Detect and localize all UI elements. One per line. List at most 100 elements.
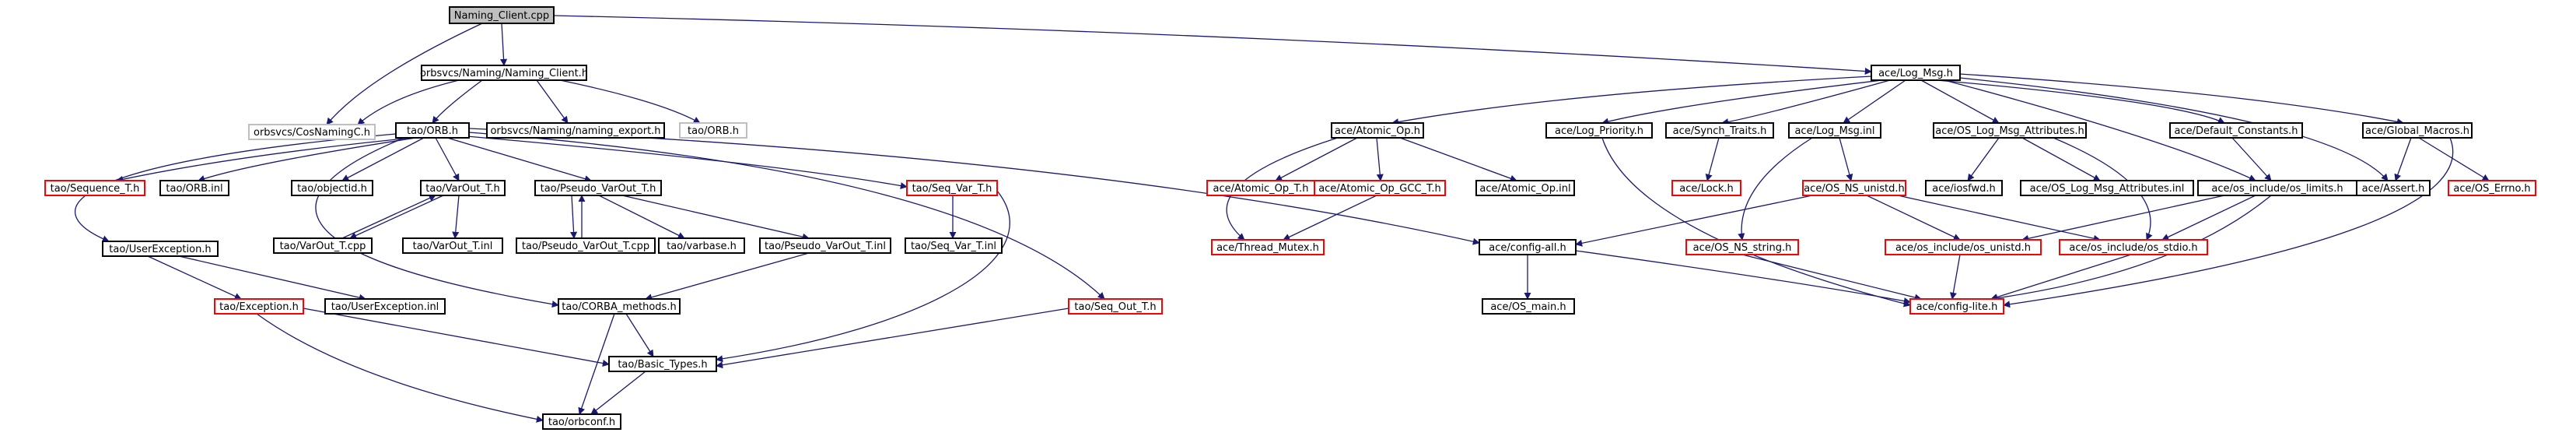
edge-basictypes-to-orbconf (590, 371, 646, 415)
node-errno[interactable]: ace/OS_Errno.h (2448, 180, 2536, 196)
node-iosfwd[interactable]: ace/iosfwd.h (1925, 180, 2003, 196)
node-osnsstring[interactable]: ace/OS_NS_string.h (1685, 239, 1799, 255)
node-label: tao/VarOut_T.cpp (280, 241, 366, 252)
edge-namingclient-to-orbh (432, 79, 483, 124)
node-label: orbsvcs/Naming/naming_export.h (490, 125, 660, 137)
node-osmain[interactable]: ace/OS_main.h (1482, 298, 1575, 315)
node-synch[interactable]: ace/Synch_Traits.h (1665, 122, 1774, 139)
edge-globalmacros-to-errno (2418, 137, 2490, 181)
node-varoutinl[interactable]: tao/VarOut_T.inl (402, 237, 503, 254)
edge-logmsginl-to-osnsunistd (1839, 137, 1853, 181)
node-box (905, 237, 1003, 254)
edge-globalmacros-to-assert (2394, 137, 2412, 181)
node-box (420, 180, 506, 196)
edge-orbh-to-objectid (341, 137, 425, 181)
node-assert[interactable]: ace/Assert.h (2356, 180, 2431, 196)
node-label: tao/objectid.h (297, 183, 367, 195)
edge-logmsg-to-oslogattr (1920, 79, 2000, 124)
node-defconst[interactable]: ace/Default_Constants.h (2169, 122, 2303, 139)
node-label: ace/OS_Log_Msg_Attributes.inl (2030, 183, 2185, 195)
node-label: ace/os_include/os_limits.h (2211, 183, 2343, 195)
edge-globalmacros-to-configlite (2003, 137, 2454, 308)
node-orbinl[interactable]: tao/ORB.inl (159, 180, 229, 196)
node-namingclient[interactable]: orbsvcs/Naming/Naming_Client.h (420, 65, 588, 81)
node-lock[interactable]: ace/Lock.h (1671, 180, 1741, 196)
node-varbase[interactable]: tao/varbase.h (658, 237, 745, 254)
node-orbconf[interactable]: tao/orbconf.h (542, 413, 621, 430)
node-box (2169, 122, 2303, 139)
node-box (1068, 298, 1163, 315)
node-pvarout[interactable]: tao/Pseudo_VarOut_T.h (534, 180, 662, 196)
node-box (1479, 239, 1577, 255)
node-label: ace/Atomic_Op.h (1335, 125, 1420, 137)
node-varoutcpp[interactable]: tao/VarOut_T.cpp (273, 237, 373, 254)
node-export[interactable]: orbsvcs/Naming/naming_export.h (486, 122, 665, 139)
node-label: tao/ORB.inl (166, 183, 222, 195)
node-cosnaming[interactable]: orbsvcs/CosNamingC.h (248, 124, 376, 140)
node-oslimits[interactable]: ace/os_include/os_limits.h (2197, 180, 2357, 196)
node-basictypes[interactable]: tao/Basic_Types.h (608, 356, 717, 372)
node-threadmutex[interactable]: ace/Thread_Mutex.h (1211, 239, 1325, 255)
node-logmsginl[interactable]: ace/Log_Msg.inl (1788, 122, 1881, 139)
node-seqout[interactable]: tao/Seq_Out_T.h (1068, 298, 1163, 315)
edge-configall-to-configlite (1575, 250, 1911, 305)
edge-pvarout-to-pvaroutinl (621, 195, 810, 241)
node-label: ace/Default_Constants.h (2174, 125, 2298, 137)
node-osunistd[interactable]: ace/os_include/os_unistd.h (1885, 239, 2042, 255)
edge-logpri-to-configlite (1601, 137, 1911, 308)
node-atomicgcc[interactable]: ace/Atomic_Op_GCC_T.h (1314, 180, 1446, 196)
edge-atomicop-to-atomicinl (1399, 137, 1517, 182)
node-atomicopt[interactable]: ace/Atomic_Op_T.h (1206, 180, 1315, 196)
node-box (1314, 180, 1446, 196)
node-root[interactable]: Naming_Client.cpp (449, 6, 555, 24)
edge-orbh-to-seqvar (466, 135, 908, 190)
node-seqvarinl[interactable]: tao/Seq_Var_T.inl (905, 237, 1003, 254)
node-logpri[interactable]: ace/Log_Priority.h (1545, 122, 1653, 139)
node-exception[interactable]: tao/Exception.h (214, 298, 304, 315)
node-objectid[interactable]: tao/objectid.h (291, 180, 373, 196)
node-box (102, 241, 219, 257)
edge-namingclient-to-export (536, 79, 569, 124)
node-userexc[interactable]: tao/UserException.h (102, 241, 219, 257)
edge-logmsginl-to-osnsstring (1738, 137, 1813, 241)
node-userexcinl[interactable]: tao/UserException.inl (324, 298, 446, 315)
node-pvaroutinl[interactable]: tao/Pseudo_VarOut_T.inl (759, 237, 891, 254)
node-osnsunistd[interactable]: ace/OS_NS_unistd.h (1802, 180, 1906, 196)
node-pvaroutcpp[interactable]: tao/Pseudo_VarOut_T.cpp (516, 237, 656, 254)
edge-userexc-to-userexcinl (178, 255, 366, 301)
node-box (1665, 122, 1774, 139)
node-globalmacros[interactable]: ace/Global_Macros.h (2362, 122, 2473, 139)
node-orbh2[interactable]: tao/ORB.h (679, 122, 747, 139)
edge-osunistd-to-configlite (1949, 254, 1961, 300)
node-atomicop[interactable]: ace/Atomic_Op.h (1331, 122, 1424, 139)
node-box (679, 122, 747, 139)
node-oslogattr[interactable]: ace/OS_Log_Msg_Attributes.h (1933, 122, 2087, 139)
node-box (759, 237, 891, 254)
node-label: ace/Log_Msg.inl (1794, 125, 1874, 137)
node-box (542, 413, 621, 430)
edge-osnsunistd-to-osstdio (1897, 195, 2101, 242)
node-varout[interactable]: tao/VarOut_T.h (420, 180, 506, 196)
node-sequence[interactable]: tao/Sequence_T.h (44, 180, 145, 196)
node-orbh[interactable]: tao/ORB.h (395, 122, 470, 139)
node-label: ace/os_include/os_unistd.h (1895, 242, 2031, 254)
node-configlite[interactable]: ace/config-lite.h (1909, 298, 2004, 315)
node-label: tao/VarOut_T.inl (413, 241, 493, 252)
node-seqvar[interactable]: tao/Seq_Var_T.h (906, 180, 998, 196)
node-label: ace/OS_NS_string.h (1693, 242, 1792, 254)
node-box (1788, 122, 1881, 139)
edge-atomicop-to-atomicopt (1275, 137, 1358, 181)
edge-oslimits-to-osstdio (2161, 195, 2256, 241)
edge-namingclient-to-cosnaming (357, 79, 460, 125)
node-logmsg[interactable]: ace/Log_Msg.h (1871, 65, 1961, 81)
node-corba[interactable]: tao/CORBA_methods.h (558, 298, 681, 315)
node-label: ace/OS_NS_unistd.h (1804, 183, 1905, 195)
node-osstdio[interactable]: ace/os_include/os_stdio.h (2059, 239, 2208, 255)
node-label: ace/Atomic_Op.inl (1479, 183, 1570, 195)
node-atomicinl[interactable]: ace/Atomic_Op.inl (1475, 180, 1575, 196)
node-box (273, 237, 373, 254)
node-label: ace/Synch_Traits.h (1673, 125, 1767, 137)
node-oslogattrinl[interactable]: ace/OS_Log_Msg_Attributes.inl (2020, 180, 2194, 196)
node-label: Naming_Client.cpp (454, 10, 549, 22)
node-configall[interactable]: ace/config-all.h (1479, 239, 1577, 255)
